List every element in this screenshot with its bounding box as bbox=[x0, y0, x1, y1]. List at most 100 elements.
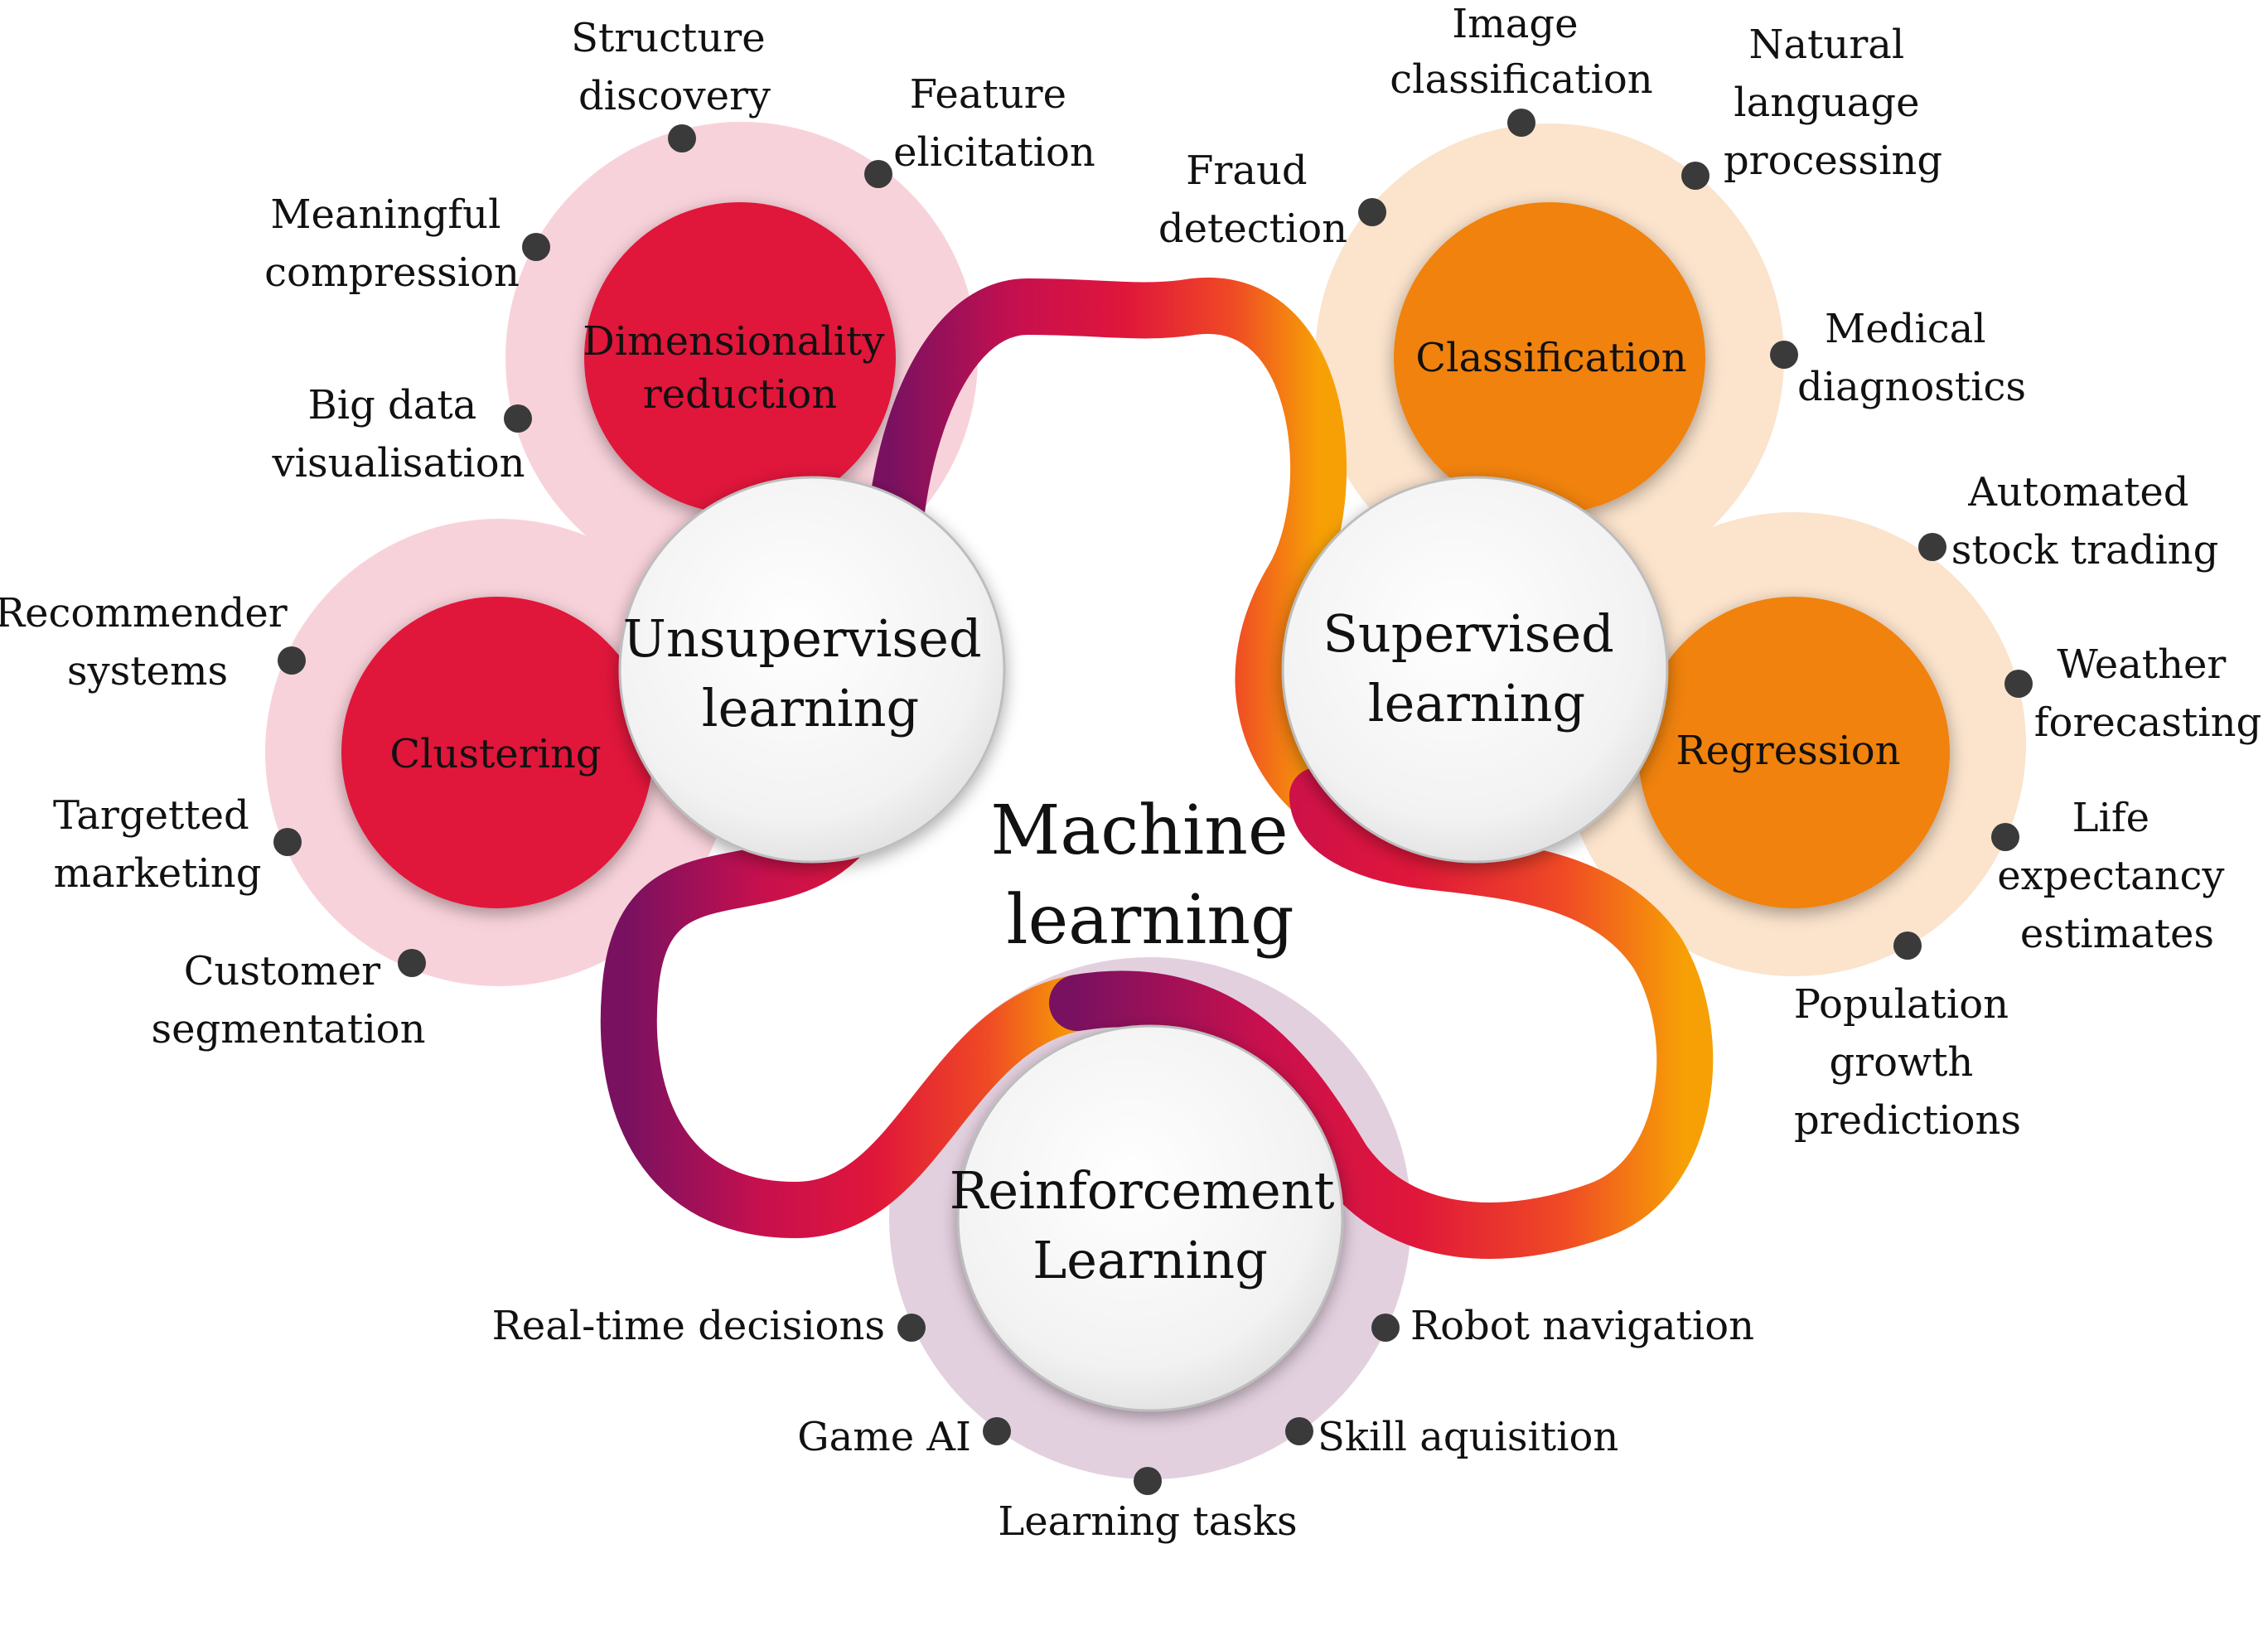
app-line: systems bbox=[67, 648, 228, 694]
clustering-disc bbox=[341, 597, 653, 908]
reinforcement-label-line: Reinforcement bbox=[950, 1160, 1335, 1221]
dot-skill-aquisition bbox=[1285, 1417, 1313, 1445]
app-line: Structure bbox=[571, 15, 765, 61]
reinforcement-label: Reinforcement Learning bbox=[950, 1160, 1352, 1290]
app-line: Weather bbox=[2057, 641, 2226, 688]
reinforcement-node bbox=[956, 1024, 1344, 1412]
app-life-expectancy-estimates: Life expectancy estimates bbox=[1997, 795, 2237, 957]
dot-recommender-systems bbox=[278, 646, 306, 675]
app-line: Skill aquisition bbox=[1318, 1414, 1618, 1460]
reinforcement-label-line: Learning bbox=[1032, 1230, 1268, 1290]
dimensionality-label: Dimensionality reduction bbox=[583, 318, 897, 418]
classification-disc bbox=[1394, 202, 1705, 514]
app-line: Meaningful bbox=[270, 191, 501, 238]
app-dots bbox=[273, 109, 2033, 1495]
regression-label: Regression bbox=[1676, 728, 1900, 774]
app-weather-forecasting: Weather forecasting bbox=[2034, 641, 2261, 746]
app-image-classification: Image classification bbox=[1390, 1, 1652, 103]
app-line: estimates bbox=[2020, 911, 2214, 957]
app-line: Population bbox=[1794, 981, 2009, 1028]
app-line: forecasting bbox=[2034, 699, 2261, 746]
app-line: discovery bbox=[578, 73, 771, 119]
app-line: predictions bbox=[1794, 1097, 2021, 1144]
regression-disc bbox=[1638, 597, 1950, 908]
app-big-data-visualisation: Big data visualisation bbox=[271, 382, 525, 486]
app-line: Learning tasks bbox=[998, 1498, 1297, 1545]
app-line: visualisation bbox=[271, 440, 525, 486]
dot-weather-forecasting bbox=[2004, 670, 2033, 698]
classification-label: Classification bbox=[1415, 335, 1686, 381]
center-title: Machine learning bbox=[990, 791, 1309, 960]
app-line: Life bbox=[2072, 795, 2150, 841]
dot-feature-elicitation bbox=[864, 160, 892, 188]
app-recommender-systems: Recommender systems bbox=[0, 590, 300, 694]
dot-fraud-detection bbox=[1358, 198, 1386, 226]
dimensionality-label-line: Dimensionality bbox=[583, 318, 884, 365]
supervised-label-line: learning bbox=[1368, 673, 1586, 733]
classification-label-line: Classification bbox=[1415, 335, 1686, 381]
app-population-growth-predictions: Population growth predictions bbox=[1794, 981, 2022, 1144]
dot-structure-discovery bbox=[668, 124, 696, 152]
app-line: marketing bbox=[54, 850, 262, 897]
app-skill-aquisition: Skill aquisition bbox=[1318, 1414, 1618, 1460]
app-feature-elicitation: Feature elicitation bbox=[893, 71, 1095, 176]
app-line: diagnostics bbox=[1797, 364, 2026, 410]
app-line: classification bbox=[1390, 56, 1652, 103]
app-line: Robot navigation bbox=[1410, 1303, 1754, 1349]
dot-population-growth-predictions bbox=[1893, 932, 1922, 960]
app-line: Targetted bbox=[53, 792, 249, 839]
ribbon-top-loop bbox=[863, 277, 1347, 824]
unsupervised-node bbox=[618, 476, 1006, 864]
dot-natural-language-processing bbox=[1681, 162, 1709, 190]
clustering-label-line: Clustering bbox=[389, 731, 601, 777]
dot-big-data-visualisation bbox=[504, 404, 532, 433]
app-line: Big data bbox=[307, 382, 476, 428]
unsupervised-label: Unsupervised learning bbox=[623, 608, 999, 738]
app-line: growth bbox=[1829, 1039, 1973, 1086]
app-real-time-decisions: Real-time decisions bbox=[492, 1303, 885, 1349]
app-game-ai: Game AI bbox=[797, 1414, 971, 1460]
supervised-node bbox=[1281, 476, 1669, 864]
dot-robot-navigation bbox=[1371, 1314, 1400, 1342]
app-meaningful-compression: Meaningful compression bbox=[264, 191, 520, 296]
dot-game-ai bbox=[983, 1417, 1011, 1445]
app-line: segmentation bbox=[152, 1006, 426, 1053]
dot-life-expectancy-estimates bbox=[1991, 823, 2019, 851]
dot-automated-stock-trading bbox=[1918, 533, 1946, 561]
app-line: Automated bbox=[1967, 469, 2188, 515]
app-line: language bbox=[1734, 80, 1919, 126]
dot-medical-diagnostics bbox=[1770, 341, 1798, 369]
app-structure-discovery: Structure discovery bbox=[571, 15, 778, 119]
app-medical-diagnostics: Medical diagnostics bbox=[1797, 306, 2026, 410]
app-automated-stock-trading: Automated stock trading bbox=[1951, 469, 2219, 573]
regression-label-line: Regression bbox=[1676, 728, 1900, 774]
app-line: compression bbox=[264, 249, 520, 296]
app-robot-navigation: Robot navigation bbox=[1410, 1303, 1754, 1349]
app-line: expectancy bbox=[1997, 853, 2224, 899]
center-title-line: learning bbox=[1006, 881, 1294, 960]
app-line: stock trading bbox=[1951, 527, 2219, 573]
app-line: Medical bbox=[1825, 306, 1985, 352]
app-line: Customer bbox=[184, 948, 380, 994]
clustering-label: Clustering bbox=[389, 731, 601, 777]
app-line: Natural bbox=[1749, 22, 1905, 68]
supervised-label-line: Supervised bbox=[1323, 603, 1613, 664]
dimensionality-label-line: reduction bbox=[643, 371, 837, 418]
center-title-line: Machine bbox=[990, 791, 1288, 870]
app-line: Real-time decisions bbox=[492, 1303, 885, 1349]
app-customer-segmentation: Customer segmentation bbox=[152, 948, 426, 1053]
dot-real-time-decisions bbox=[897, 1314, 926, 1342]
dot-targetted-marketing bbox=[273, 828, 302, 856]
dot-learning-tasks bbox=[1134, 1467, 1162, 1495]
app-fraud-detection: Fraud detection bbox=[1158, 148, 1347, 252]
unsupervised-label-line: learning bbox=[702, 678, 920, 738]
dot-meaningful-compression bbox=[522, 233, 550, 261]
app-natural-language-processing: Natural language processing bbox=[1724, 22, 1942, 184]
unsupervised-label-line: Unsupervised bbox=[623, 608, 982, 669]
app-line: Game AI bbox=[797, 1414, 971, 1460]
dimensionality-disc bbox=[584, 202, 896, 514]
dot-customer-segmentation bbox=[398, 949, 426, 977]
dot-image-classification bbox=[1507, 109, 1535, 137]
